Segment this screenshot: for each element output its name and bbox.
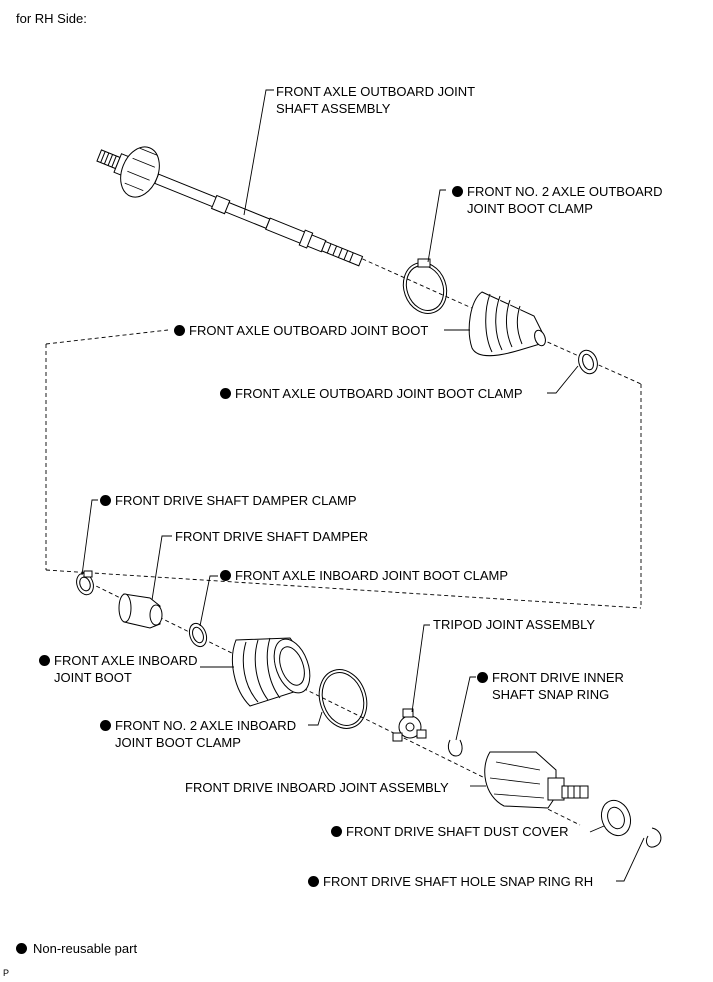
non-reusable-bullet-icon [477,672,488,683]
non-reusable-bullet-icon [452,186,463,197]
hole-snap-ring [645,827,662,848]
inboard-joint-boot [232,637,311,707]
leader-lines [81,89,645,882]
label-inboard-boot-clamp: FRONT AXLE INBOARD JOINT BOOT CLAMP [220,567,508,584]
page-title: for RH Side: [16,11,87,26]
outboard-joint-boot-clamp [578,349,598,375]
label-line-2: SHAFT ASSEMBLY [276,101,391,116]
dust-cover [600,799,632,837]
inner-shaft-snap-ring [447,739,463,757]
label-outboard-boot-clamp: FRONT AXLE OUTBOARD JOINT BOOT CLAMP [220,385,523,402]
label-no2-outboard-clamp: FRONT NO. 2 AXLE OUTBOARD JOINT BOOT CLA… [452,183,663,217]
label-damper-clamp: FRONT DRIVE SHAFT DAMPER CLAMP [100,492,357,509]
label-line-1: FRONT AXLE OUTBOARD JOINT [276,84,476,99]
no2-inboard-boot-clamp [318,669,368,729]
label-outboard-shaft: FRONT AXLE OUTBOARD JOINT SHAFT ASSEMBLY [276,83,475,117]
no2-outboard-boot-clamp [402,258,448,314]
label-tripod: TRIPOD JOINT ASSEMBLY [433,617,596,632]
non-reusable-bullet-icon [174,325,185,336]
legend: Non-reusable part [16,940,137,957]
legend-bullet-icon [16,943,27,954]
non-reusable-bullet-icon [220,388,231,399]
label-hole-snap-ring: FRONT DRIVE SHAFT HOLE SNAP RING RH [308,873,593,890]
label-dust-cover: FRONT DRIVE SHAFT DUST COVER [331,823,568,840]
non-reusable-bullet-icon [308,876,319,887]
label-inner-snap-ring: FRONT DRIVE INNER SHAFT SNAP RING [477,669,624,703]
inboard-joint-assembly [484,751,589,809]
inboard-joint-boot-clamp [188,622,208,648]
label-inboard-boot: FRONT AXLE INBOARD JOINT BOOT [39,652,198,686]
illustration-code: P [3,968,10,978]
outboard-joint-boot [468,291,546,357]
legend-text: Non-reusable part [33,941,138,956]
label-outboard-boot: FRONT AXLE OUTBOARD JOINT BOOT [174,322,428,339]
outboard-joint-shaft-assembly [96,146,364,267]
non-reusable-bullet-icon [100,720,111,731]
label-damper: FRONT DRIVE SHAFT DAMPER [175,529,369,544]
damper-clamp [76,570,94,596]
label-inboard-joint: FRONT DRIVE INBOARD JOINT ASSEMBLY [185,780,449,795]
non-reusable-bullet-icon [39,655,50,666]
non-reusable-bullet-icon [331,826,342,837]
tripod-joint-assembly [392,708,427,742]
label-no2-inboard-clamp: FRONT NO. 2 AXLE INBOARD JOINT BOOT CLAM… [100,717,296,751]
drive-shaft-damper [118,593,163,629]
non-reusable-bullet-icon [220,570,231,581]
non-reusable-bullet-icon [100,495,111,506]
